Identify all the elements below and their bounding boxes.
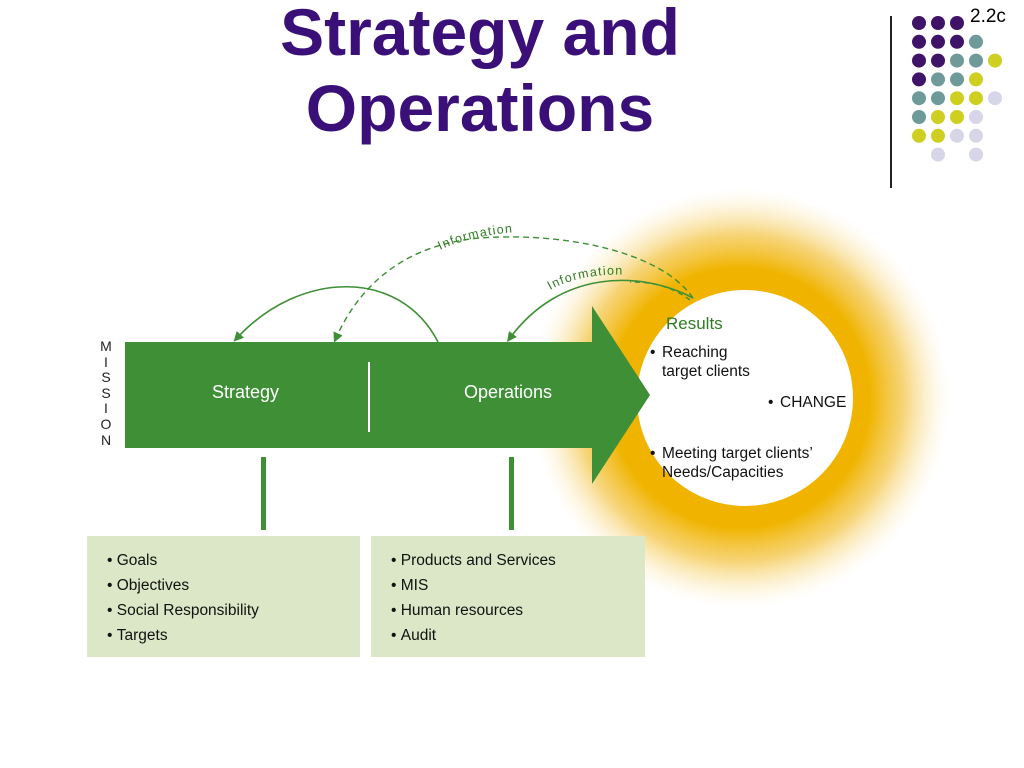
mission-letter: S bbox=[101, 369, 111, 386]
decorative-dot bbox=[950, 34, 964, 49]
decorative-dot bbox=[912, 91, 926, 106]
mission-letter: M bbox=[100, 338, 112, 354]
slide-title-line-1: Strategy and bbox=[280, 0, 680, 69]
strategy-operations-arrow bbox=[125, 306, 650, 484]
operations-label: Operations bbox=[464, 382, 553, 402]
decorative-dot bbox=[931, 91, 945, 106]
decorative-dot bbox=[969, 128, 983, 143]
decorative-dot bbox=[969, 34, 983, 49]
decorative-dot bbox=[988, 53, 1002, 68]
decorative-dot bbox=[912, 53, 926, 68]
operations-item-products-services: Products and Services bbox=[391, 548, 645, 573]
mission-letter: I bbox=[104, 400, 108, 417]
decorative-dot bbox=[931, 16, 945, 30]
decorative-dot bbox=[931, 53, 945, 68]
information-label-outer: Information bbox=[435, 221, 513, 252]
vertical-divider bbox=[890, 16, 892, 188]
decorative-dot bbox=[969, 110, 983, 124]
slide-number: 2.2c bbox=[970, 6, 1006, 27]
decorative-dot-grid bbox=[912, 16, 1002, 162]
decorative-dot bbox=[912, 110, 926, 124]
operations-item-mis: MIS bbox=[391, 573, 645, 598]
strategy-item-goals: Goals bbox=[107, 548, 360, 573]
decorative-dot bbox=[931, 147, 945, 162]
mission-letter: S bbox=[101, 384, 111, 401]
results-title: Results bbox=[666, 314, 723, 333]
decorative-dot bbox=[988, 91, 1002, 106]
slide-title-line-2: Operations bbox=[305, 71, 655, 145]
decorative-dot bbox=[969, 147, 983, 162]
decorative-dot bbox=[950, 16, 964, 30]
operations-item-audit: Audit bbox=[391, 623, 645, 648]
decorative-dot bbox=[931, 110, 945, 124]
decorative-dot bbox=[912, 128, 926, 143]
decorative-dot bbox=[931, 72, 945, 87]
information-arc-outer bbox=[333, 236, 694, 343]
mission-letter: O bbox=[100, 415, 112, 432]
operations-stem bbox=[509, 457, 514, 530]
decorative-dot bbox=[931, 34, 945, 49]
results-item-reaching: •Reaching target clients bbox=[650, 344, 750, 380]
strategy-stem bbox=[261, 457, 266, 530]
decorative-dot bbox=[950, 72, 964, 87]
decorative-dot bbox=[969, 72, 983, 87]
mission-letter: N bbox=[100, 431, 112, 448]
strategy-item-targets: Targets bbox=[107, 623, 360, 648]
slide-title: Strategy and Operations bbox=[160, 0, 800, 146]
results-item-change: •CHANGE bbox=[768, 394, 847, 411]
strategy-item-social-responsibility: Social Responsibility bbox=[107, 598, 360, 623]
strategy-box: Goals Objectives Social Responsibility T… bbox=[87, 536, 360, 657]
operations-box: Products and Services MIS Human resource… bbox=[371, 536, 645, 657]
information-arc-inner bbox=[629, 281, 691, 301]
decorative-dot bbox=[912, 16, 926, 30]
decorative-dot bbox=[969, 91, 983, 106]
decorative-dot bbox=[950, 128, 964, 143]
strategy-label: Strategy bbox=[212, 382, 280, 402]
decorative-dot bbox=[931, 128, 945, 143]
feedback-arc-solid-left bbox=[233, 286, 439, 343]
decorative-dot bbox=[912, 34, 926, 49]
mission-letter: I bbox=[104, 353, 108, 370]
strategy-item-objectives: Objectives bbox=[107, 573, 360, 598]
results-circle bbox=[637, 290, 853, 506]
decorative-dot bbox=[950, 53, 964, 68]
decorative-dot bbox=[950, 110, 964, 124]
operations-item-human-resources: Human resources bbox=[391, 598, 645, 623]
decorative-dot bbox=[969, 53, 983, 68]
decorative-dot bbox=[912, 72, 926, 87]
results-item-meeting: •Meeting target clients’ Needs/Capacitie… bbox=[650, 445, 813, 481]
decorative-dot bbox=[950, 91, 964, 106]
